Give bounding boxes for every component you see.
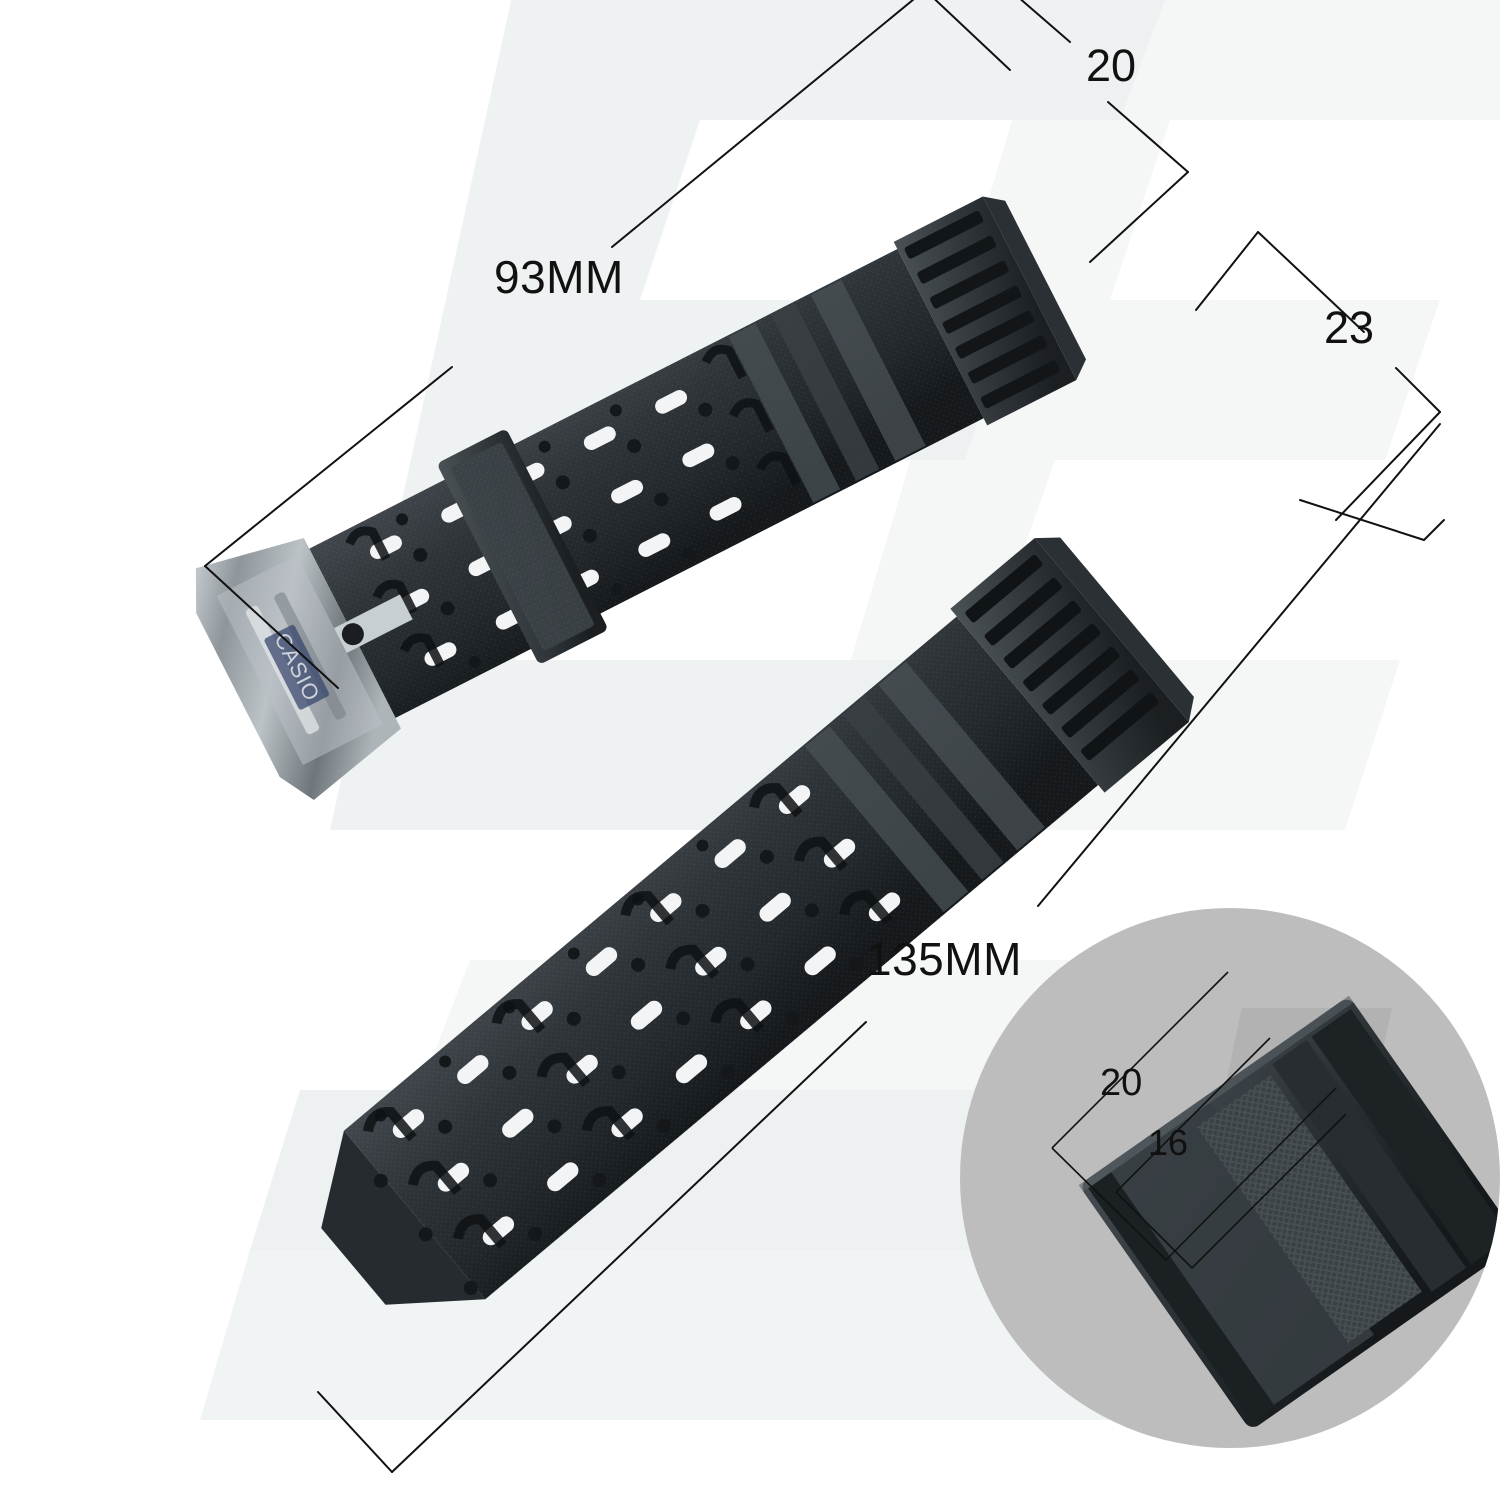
inset-strap-body bbox=[1078, 995, 1500, 1427]
dimension-label-23: 23 bbox=[1324, 302, 1375, 353]
dimension-label-135mm: 135MM bbox=[866, 933, 1022, 985]
inset-dimension-lines bbox=[1051, 971, 1347, 1269]
inset-dimension-label-20: 20 bbox=[1100, 1062, 1143, 1104]
dimension-label-93mm: 93MM bbox=[494, 251, 624, 303]
inset-strap-end-closeup bbox=[960, 908, 1500, 1448]
strap-keeper-loop bbox=[438, 430, 607, 663]
inset-dimension-label-16: 16 bbox=[1148, 1122, 1189, 1163]
dimension-label-20: 20 bbox=[1086, 40, 1137, 91]
